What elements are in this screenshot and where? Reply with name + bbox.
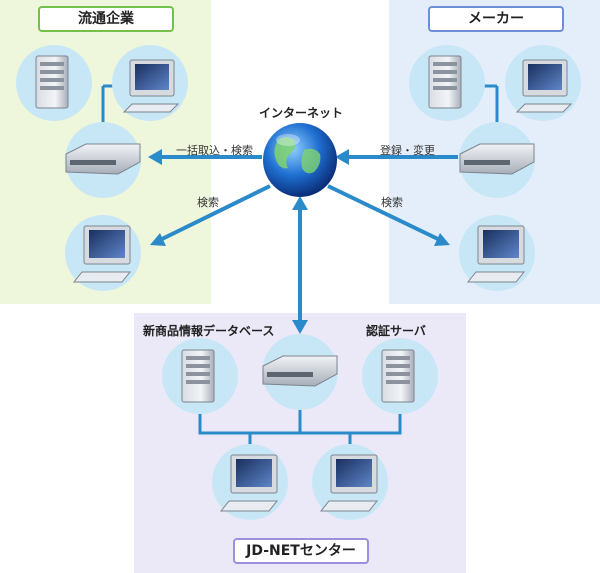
center-pc-left-icon [212,444,288,520]
distribution-search-label: 検索 [197,196,219,209]
center-pc-right-icon [312,444,388,520]
bulk-import-search-label: 一括取込・検索 [176,144,253,157]
auth-server-icon [362,338,438,414]
distribution-title: 流通企業 [38,6,174,32]
auth-server-label: 認証サーバ [366,324,426,338]
distribution-pc-top-icon [112,45,188,121]
internet-globe-icon [263,123,337,197]
lan-lines [101,84,499,447]
database-label: 新商品情報データベース [143,324,275,338]
distribution-pc-bottom-icon [65,215,141,291]
arrows [148,149,458,334]
center-hub-icon [262,334,338,410]
jdnet-center-title: JD-NETセンター [233,538,369,564]
maker-search-label: 検索 [381,196,403,209]
register-update-label: 登録・変更 [380,144,435,157]
database-server-icon [162,338,238,414]
distribution-server-icon [16,45,92,121]
maker-pc-bottom-icon [459,215,535,291]
internet-label: インターネット [259,106,344,120]
maker-server-icon [409,45,485,121]
distribution-hub-icon [65,122,141,198]
maker-title: メーカー [428,6,564,32]
maker-pc-top-icon [505,45,581,121]
maker-hub-icon [459,122,535,198]
